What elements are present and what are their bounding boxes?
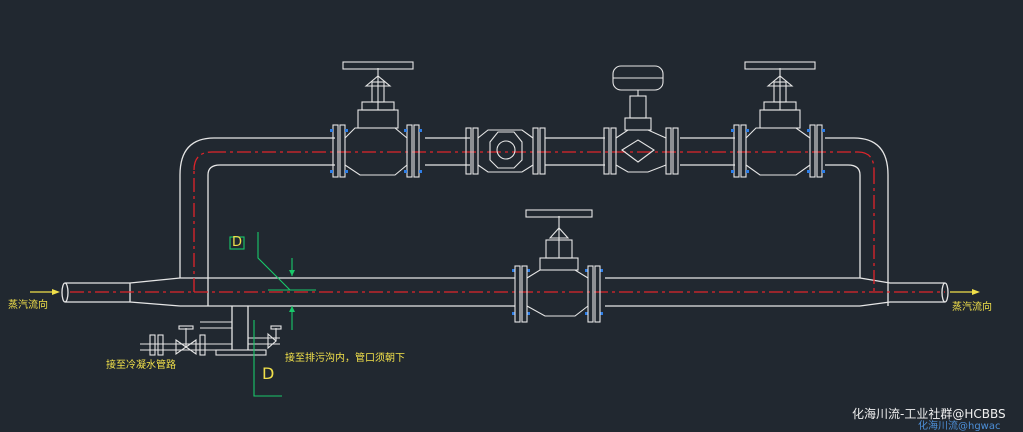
steam-outlet-label: 蒸汽流向 [952, 302, 992, 313]
drain-branch [200, 306, 282, 356]
main-pipe [61, 137, 949, 307]
section-marks [229, 232, 316, 397]
drain-label: 接至排污沟内，管口须朝下 [285, 353, 405, 364]
condensate-branch [140, 325, 232, 356]
steam-inlet-label: 蒸汽流向 [8, 300, 48, 311]
section-label-bottom: D [262, 364, 275, 383]
flow-arrows [30, 289, 980, 295]
strainer [477, 129, 534, 173]
condensate-label: 接至冷凝水管路 [106, 360, 176, 371]
watermark-sub: 化海川流@hgwac [918, 421, 1001, 432]
pipe-centerline [70, 151, 945, 293]
flanges-top [332, 124, 823, 178]
control-valve [612, 65, 667, 173]
globe-valve-1 [342, 61, 414, 176]
section-label-top: D [232, 235, 243, 250]
watermark-main: 化海川流-工业社群@HCBBS [852, 407, 1006, 421]
flange-bolts [330, 129, 825, 315]
globe-valve-3 [744, 61, 816, 176]
bypass-globe-valve [514, 209, 601, 323]
